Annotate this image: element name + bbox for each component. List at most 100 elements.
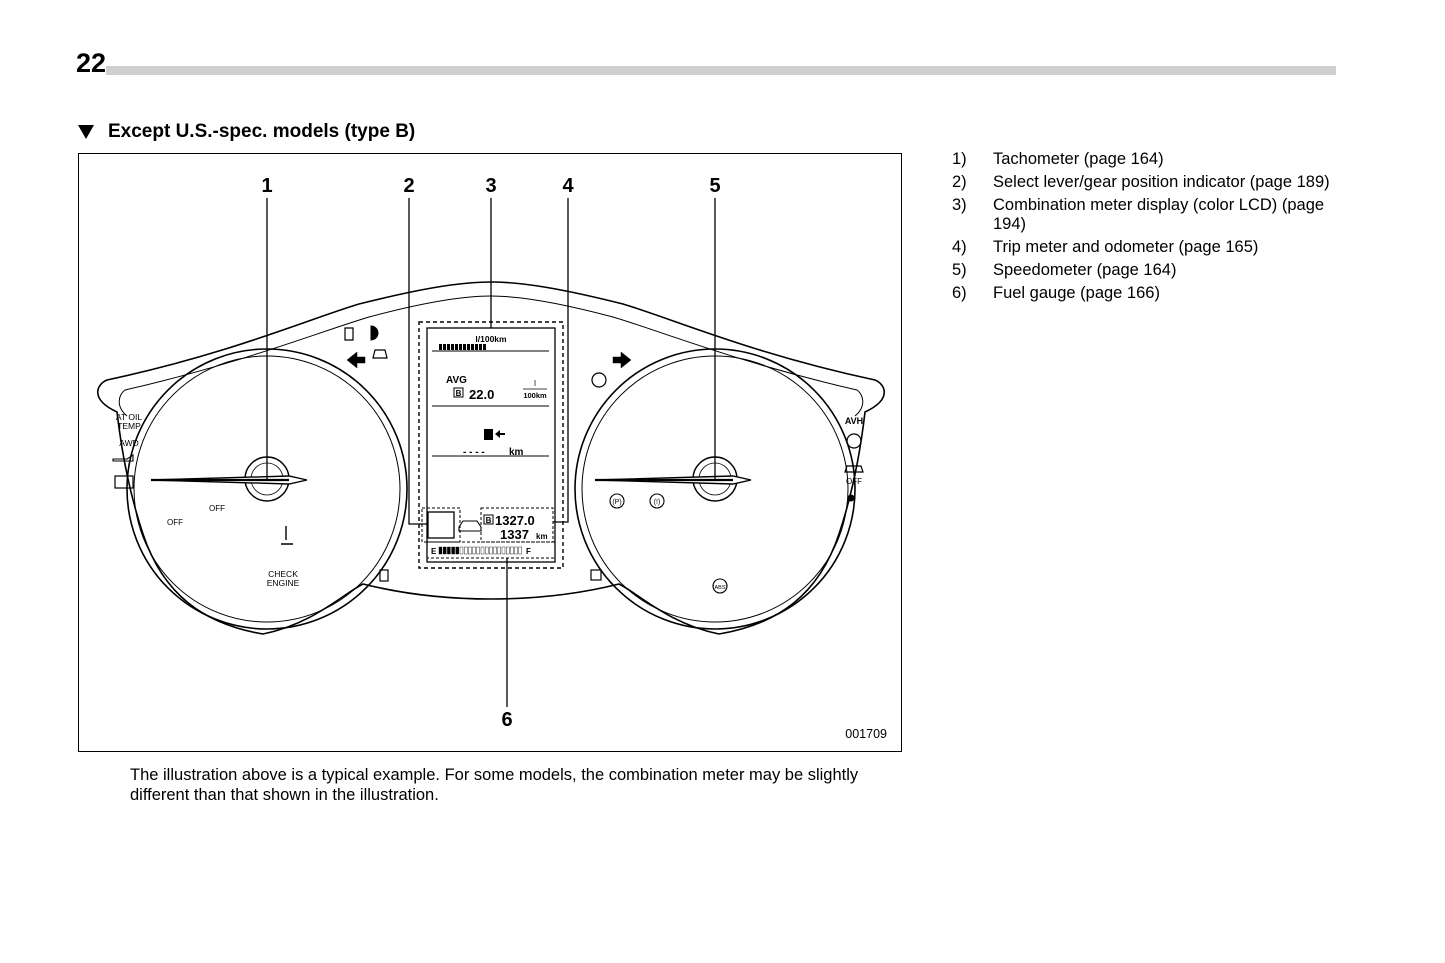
turn-left-icon: [346, 351, 366, 369]
arrow-left-icon: [495, 430, 505, 438]
avg-unit-bottom: 100km: [523, 391, 547, 400]
front-fog-icon: [344, 327, 354, 341]
figure-caption: The illustration above is a typical exam…: [130, 766, 859, 804]
consumption-unit: l/100km: [475, 334, 507, 344]
fuel-segment: [468, 546, 472, 555]
callout-4: 4: [562, 175, 574, 197]
steering-warning-icon: [591, 372, 607, 388]
fuel-segment: [485, 546, 489, 555]
trip-badge: B: [486, 516, 492, 525]
odometer-value: 1337: [500, 527, 529, 542]
section-heading-text: Except U.S.-spec. models (type B): [108, 121, 416, 142]
abs-icon: [712, 578, 728, 594]
fuel-segment: [514, 546, 518, 555]
fuel-segment: [501, 546, 506, 555]
fuel-segment: [447, 546, 451, 555]
vdc-off-label: OFF: [846, 477, 862, 486]
fuel-segment: [497, 546, 501, 555]
legend-item: 3) Combination meter display (color LCD) …: [952, 196, 1338, 234]
fuel-full-label: F: [526, 547, 531, 556]
legend-item: 2) Select lever/gear position indicator (…: [952, 173, 1338, 192]
legend-item: 4)Trip meter and odometer (page 165): [952, 238, 1338, 257]
fuel-segment: [476, 546, 480, 555]
callout-3: 3: [485, 175, 496, 197]
cluster-housing: [96, 281, 886, 635]
fuel-segment: [510, 546, 514, 555]
coolant-temp-icon: [281, 526, 293, 545]
engine-label: ENGINE: [267, 578, 300, 588]
indicator-icons: [112, 325, 864, 594]
airbag-icon: [847, 494, 855, 502]
legend-text: Tachometer (page 164): [993, 150, 1164, 168]
battery-icon: [114, 475, 134, 489]
figure-code: 001709: [845, 727, 887, 741]
tc-slip-icon: [372, 349, 388, 359]
consumption-segment: [459, 344, 462, 350]
off-label-1: OFF: [167, 518, 183, 527]
fuel-segment: [472, 546, 476, 555]
car-icon: [458, 520, 482, 532]
consumption-segment: [471, 344, 474, 350]
avg-value: 22.0: [469, 387, 494, 402]
avh-label: AVH: [845, 416, 863, 426]
legend-item: 5)Speedometer (page 164): [952, 261, 1338, 280]
avh-icon: [846, 433, 862, 449]
vdc-off-icon: [844, 465, 864, 473]
fuel-segment: [455, 546, 459, 555]
fuel-segment: [493, 546, 497, 555]
brake-warning-label: (!): [654, 499, 661, 506]
legend-item: 6) Fuel gauge (page 166): [952, 284, 1338, 303]
consumption-segment: [463, 344, 466, 350]
temp-label: TEMP: [117, 421, 141, 431]
awd-label: AWD: [119, 438, 139, 448]
range-unit: km: [509, 447, 524, 458]
fuel-segment: [480, 546, 485, 555]
headlight-icon: [370, 325, 379, 341]
tachometer: [126, 348, 408, 630]
fuel-segment: [489, 546, 493, 555]
callout-2: 2: [403, 175, 414, 197]
leader-lines: [266, 198, 716, 707]
consumption-segment: [443, 344, 446, 350]
legend-number: 2): [952, 173, 967, 191]
legend-text: Combination meter display (color LCD) (p…: [993, 196, 1325, 233]
legend-number: 4): [952, 238, 967, 256]
consumption-segment: [479, 344, 482, 350]
legend-text: Fuel gauge (page 166): [993, 284, 1160, 302]
off-label-2: OFF: [209, 504, 225, 513]
avg-label: AVG: [446, 375, 467, 386]
fuel-segment: [464, 546, 468, 555]
oil-pressure-icon: [112, 453, 134, 462]
fuel-segment: [438, 546, 443, 555]
consumption-bar: [439, 344, 486, 350]
consumption-segment: [455, 344, 458, 350]
callout-5: 5: [709, 175, 720, 197]
legend-number: 1): [952, 150, 967, 168]
legend-number: 3): [952, 196, 967, 214]
fuel-segment: [443, 546, 447, 555]
legend-item: 1) Tachometer (page 164): [952, 150, 1338, 169]
fuel-segment: [459, 546, 464, 555]
low-fuel-icon: [379, 569, 389, 582]
callout-1: 1: [261, 175, 272, 197]
avg-unit-top: l: [534, 379, 536, 388]
legend-number: 6): [952, 284, 967, 302]
parking-brake-label: (P): [612, 499, 621, 506]
consumption-segment: [483, 344, 486, 350]
turn-right-icon: [612, 351, 632, 369]
consumption-segment: [451, 344, 454, 350]
parking-brake-icon: [609, 493, 625, 509]
consumption-segment: [475, 344, 478, 350]
instrument-cluster-illustration: 1 2 3 4 5 6 AT OIL TEMP AWD OFF OFF CHEC…: [96, 175, 887, 741]
at-oil-label: AT OIL: [116, 412, 142, 422]
section-heading: Except U.S.-spec. models (type B): [78, 121, 415, 143]
security-icon: [590, 569, 602, 581]
fuel-segment: [451, 546, 455, 555]
consumption-segment: [467, 344, 470, 350]
consumption-segment: [439, 344, 442, 350]
odometer-unit: km: [536, 532, 548, 541]
trip-value: 1327.0: [495, 513, 535, 528]
callout-legend: 1) Tachometer (page 164) 2) Select lever/g…: [952, 150, 1338, 307]
legend-text: Select lever/gear position indicator (pa…: [993, 173, 1330, 191]
gear-position-box: [427, 511, 455, 539]
